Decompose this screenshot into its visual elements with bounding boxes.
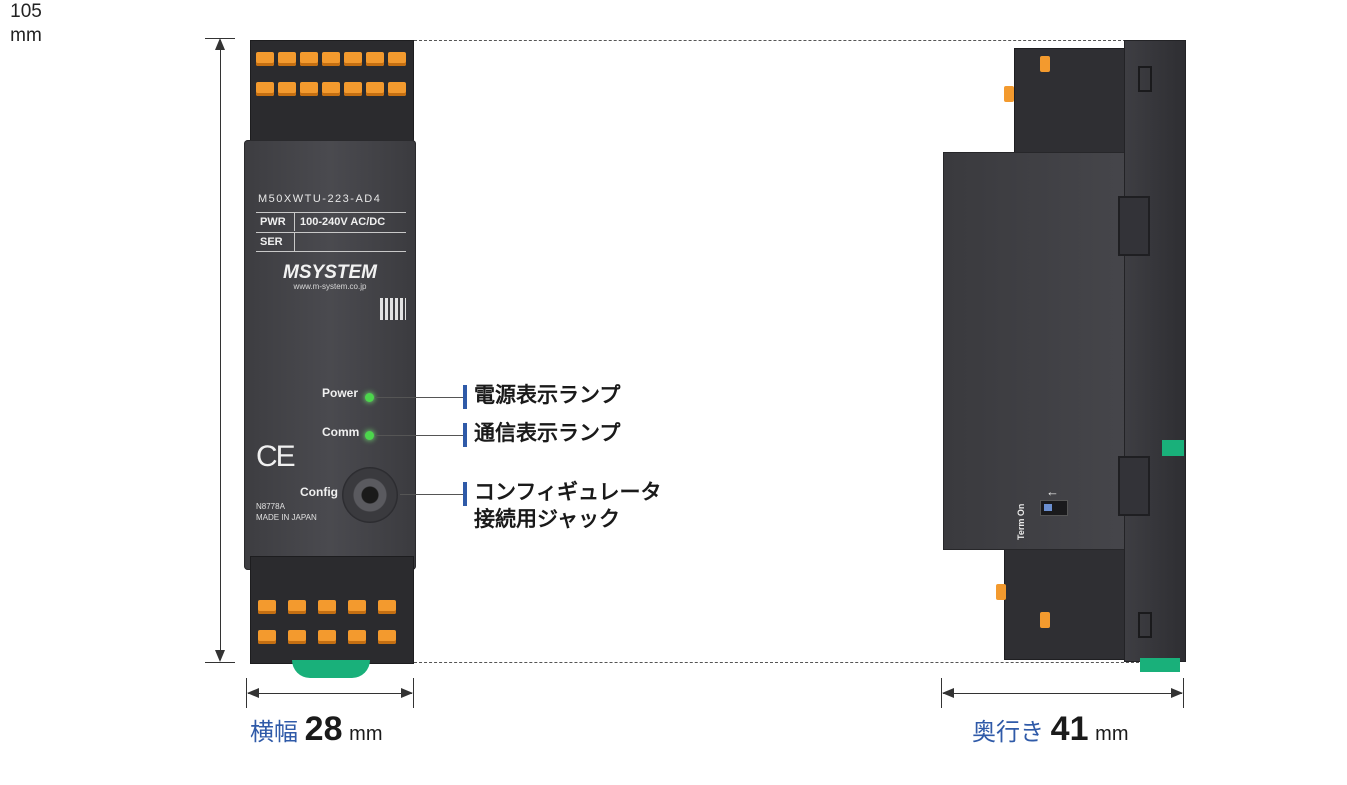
side-orange-tab <box>1040 612 1050 628</box>
side-rear-window <box>1138 66 1152 92</box>
side-din-clip-mid <box>1162 440 1184 456</box>
terminal-pin <box>388 82 406 96</box>
power-led <box>365 393 374 402</box>
height-arrow-top <box>215 38 225 50</box>
origin-text: MADE IN JAPAN <box>256 513 317 522</box>
terminal-pin <box>258 630 276 644</box>
height-tick-bottom <box>205 662 235 663</box>
callout-line-power <box>375 397 463 398</box>
terminal-pin <box>366 82 384 96</box>
terminal-pin <box>256 52 274 66</box>
width-tick-right <box>413 678 414 708</box>
terminal-pin <box>278 82 296 96</box>
depth-tick-right <box>1183 678 1184 708</box>
spec-row-ser: SER <box>256 232 406 252</box>
term-on-label: Term On <box>1016 503 1026 540</box>
terminal-pin <box>378 600 396 614</box>
width-arrow-left <box>247 688 259 698</box>
termination-switch[interactable] <box>1040 500 1068 516</box>
height-value: 105 <box>10 1 42 22</box>
callout-bar-config <box>463 482 467 506</box>
terminal-pin <box>348 630 366 644</box>
spec-row-pwr: PWR 100-240V AC/DC <box>256 212 406 231</box>
terminal-pin <box>318 630 336 644</box>
terminal-pin <box>300 52 318 66</box>
config-jack <box>342 467 398 523</box>
led-label-power: Power <box>322 386 359 400</box>
ce-mark: CE <box>256 440 296 473</box>
model-number: M50XWTU-223-AD4 <box>258 193 382 205</box>
terminal-pin <box>344 82 362 96</box>
terminal-pin <box>300 82 318 96</box>
height-unit: mm <box>10 25 42 46</box>
callout-bar-comm <box>463 423 467 447</box>
terminal-pin <box>348 600 366 614</box>
bottom-reference-line <box>414 662 1144 663</box>
terminal-pin <box>288 600 306 614</box>
depth-dimension-line <box>943 693 1182 694</box>
top-reference-line <box>414 40 1126 41</box>
callout-config-line2: 接続用ジャック <box>474 508 620 531</box>
depth-value: 41 <box>1050 710 1089 748</box>
arrow-left-icon: ← <box>1046 484 1059 499</box>
side-latch-slot <box>1118 456 1150 516</box>
terminal-pin <box>366 52 384 66</box>
terminal-pin <box>288 630 306 644</box>
callout-comm-lamp: 通信表示ランプ <box>474 422 621 445</box>
side-rear-window <box>1138 612 1152 638</box>
spec-divider <box>294 233 295 251</box>
width-tick-left <box>246 678 247 708</box>
callout-power-lamp: 電源表示ランプ <box>474 384 621 407</box>
spec-key: PWR <box>260 216 286 228</box>
din-rail-clip <box>292 660 370 678</box>
side-latch-slot <box>1118 196 1150 256</box>
depth-dimension-label: 奥行き 41 mm <box>972 710 1129 749</box>
height-dimension-label: 105 mm <box>0 0 52 48</box>
terminal-pin <box>388 52 406 66</box>
width-label-text: 横幅 <box>250 719 298 746</box>
side-top-terminal <box>1014 48 1128 154</box>
side-orange-tab <box>1004 86 1014 102</box>
width-unit: mm <box>349 723 383 745</box>
side-bottom-terminal <box>1004 548 1128 660</box>
depth-tick-left <box>941 678 942 708</box>
cert-code: N8778A <box>256 502 285 511</box>
led-label-comm: Comm <box>322 425 360 439</box>
terminal-pin <box>318 600 336 614</box>
callout-line-config <box>400 494 463 495</box>
depth-arrow-right <box>1171 688 1183 698</box>
side-rear-plate <box>1124 40 1186 662</box>
terminal-pin <box>278 52 296 66</box>
side-orange-tab <box>996 584 1006 600</box>
width-value: 28 <box>304 710 343 748</box>
terminal-pin <box>258 600 276 614</box>
callout-config-jack: コンフィギュレータ 接続用ジャック <box>474 479 662 533</box>
callout-config-line1: コンフィギュレータ <box>474 481 662 504</box>
height-dimension-line <box>220 40 221 660</box>
depth-label-text: 奥行き <box>972 719 1044 746</box>
width-dimension-label: 横幅 28 mm <box>250 710 383 749</box>
terminal-pin <box>322 52 340 66</box>
config-label: Config <box>300 485 338 499</box>
width-dimension-line <box>248 693 412 694</box>
width-arrow-right <box>401 688 413 698</box>
depth-unit: mm <box>1095 723 1129 745</box>
qr-code <box>380 298 406 320</box>
depth-arrow-left <box>942 688 954 698</box>
spec-value: 100-240V AC/DC <box>300 216 386 228</box>
side-din-clip <box>1140 658 1180 672</box>
height-arrow-bottom <box>215 650 225 662</box>
terminal-pin <box>378 630 396 644</box>
brand-url: www.m-system.co.jp <box>293 282 367 291</box>
brand-logo: MSYSTEM <box>283 262 377 283</box>
spec-key: SER <box>260 236 283 248</box>
terminal-pin <box>322 82 340 96</box>
callout-line-comm <box>375 435 463 436</box>
terminal-pin <box>344 52 362 66</box>
comm-led <box>365 431 374 440</box>
side-orange-tab <box>1040 56 1050 72</box>
spec-divider <box>294 213 295 231</box>
terminal-pin <box>256 82 274 96</box>
callout-bar-power <box>463 385 467 409</box>
